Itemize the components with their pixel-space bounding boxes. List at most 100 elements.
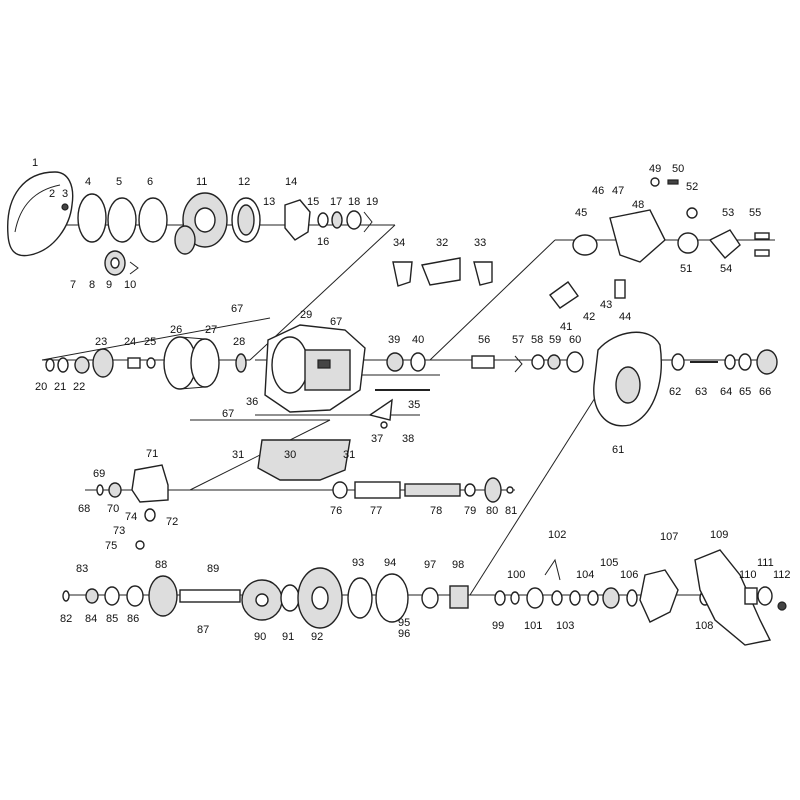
part-label-23: 23 bbox=[95, 336, 107, 348]
part-label-40: 40 bbox=[412, 334, 424, 346]
part-labels: 1 2 3 4 5 6 7 8 9 10 11 12 13 14 15 16 1… bbox=[32, 157, 791, 643]
cover-part-37 bbox=[368, 398, 393, 421]
gear-part-80 bbox=[484, 477, 502, 503]
part-label-86: 86 bbox=[127, 613, 139, 625]
part-label-101: 101 bbox=[524, 620, 542, 632]
part-label-89: 89 bbox=[207, 563, 219, 575]
part-label-111: 111 bbox=[757, 557, 774, 569]
part-label-70: 70 bbox=[107, 503, 119, 515]
parts bbox=[7, 171, 787, 646]
ring-part-5 bbox=[107, 197, 137, 243]
part-label-103: 103 bbox=[556, 620, 574, 632]
part-label-50: 50 bbox=[672, 163, 684, 175]
part-label-69: 69 bbox=[93, 468, 105, 480]
part-label-95: 95 bbox=[398, 617, 410, 629]
part-label-110: 110 bbox=[739, 569, 757, 581]
part-label-22: 22 bbox=[73, 381, 85, 393]
part-label-58: 58 bbox=[531, 334, 543, 346]
part-label-46: 46 bbox=[592, 185, 604, 197]
part-label-90: 90 bbox=[254, 631, 266, 643]
part-label-1: 1 bbox=[32, 157, 38, 169]
part-label-12: 12 bbox=[238, 176, 250, 188]
part-label-94: 94 bbox=[384, 557, 396, 569]
pipe-part-77 bbox=[354, 481, 401, 499]
part-label-38: 38 bbox=[402, 433, 414, 445]
part-label-88: 88 bbox=[155, 559, 167, 571]
part-label-11: 11 bbox=[196, 176, 207, 188]
part-label-82: 82 bbox=[60, 613, 72, 625]
part-label-79: 79 bbox=[464, 505, 476, 517]
part-label-5: 5 bbox=[116, 176, 122, 188]
part-label-55: 55 bbox=[749, 207, 761, 219]
part-label-96: 96 bbox=[398, 628, 410, 640]
bearing-part-98 bbox=[449, 585, 469, 609]
part-label-31a: 31 bbox=[232, 449, 244, 461]
plate-part-48 bbox=[609, 209, 666, 263]
bearing-part-23 bbox=[92, 348, 114, 378]
part-label-56: 56 bbox=[478, 334, 490, 346]
part-label-104: 104 bbox=[576, 569, 594, 581]
lever-part-54 bbox=[708, 229, 741, 259]
part-label-39: 39 bbox=[388, 334, 400, 346]
part-label-61: 61 bbox=[612, 444, 624, 456]
ring-part-4 bbox=[77, 193, 107, 243]
drag-washer-part-94 bbox=[375, 573, 409, 623]
part-label-97: 97 bbox=[424, 559, 436, 571]
part-label-67a: 67 bbox=[231, 303, 243, 315]
part-label-67b: 67 bbox=[330, 316, 342, 328]
part-label-60: 60 bbox=[569, 334, 581, 346]
part-label-7: 7 bbox=[70, 279, 76, 291]
part-label-80: 80 bbox=[486, 505, 498, 517]
ring-part-6 bbox=[138, 197, 168, 243]
part-label-66: 66 bbox=[759, 386, 771, 398]
part-label-84: 84 bbox=[85, 613, 97, 625]
part-label-30: 30 bbox=[284, 449, 296, 461]
thumb-bar-part-30 bbox=[257, 439, 351, 481]
part-label-76: 76 bbox=[330, 505, 342, 517]
part-label-64: 64 bbox=[720, 386, 732, 398]
worm-shaft-part-78 bbox=[404, 483, 461, 497]
part-label-54: 54 bbox=[720, 263, 732, 275]
handle-part-109 bbox=[694, 549, 772, 646]
part-label-4: 4 bbox=[85, 176, 91, 188]
part-label-37: 37 bbox=[371, 433, 383, 445]
lever-part-41 bbox=[549, 281, 579, 309]
part-label-112: 112 bbox=[773, 569, 791, 581]
part-label-81: 81 bbox=[505, 505, 517, 517]
part-label-33: 33 bbox=[474, 237, 486, 249]
part-label-78: 78 bbox=[430, 505, 442, 517]
part-label-9: 9 bbox=[106, 279, 112, 291]
part-label-21: 21 bbox=[54, 381, 66, 393]
part-label-107: 107 bbox=[660, 531, 678, 543]
part-label-3: 3 bbox=[62, 188, 68, 200]
part-label-67c: 67 bbox=[222, 408, 234, 420]
part-label-57: 57 bbox=[512, 334, 524, 346]
part-label-27: 27 bbox=[205, 324, 217, 336]
part-label-41: 41 bbox=[560, 321, 572, 333]
part-label-29: 29 bbox=[300, 309, 312, 321]
part-label-28: 28 bbox=[233, 336, 245, 348]
part-label-62: 62 bbox=[669, 386, 681, 398]
part-label-44: 44 bbox=[619, 311, 631, 323]
part-label-102: 102 bbox=[548, 529, 566, 541]
part-label-20: 20 bbox=[35, 381, 47, 393]
side-cover-part bbox=[7, 171, 74, 257]
part-label-68: 68 bbox=[78, 503, 90, 515]
part-label-16: 16 bbox=[317, 236, 329, 248]
part-label-59: 59 bbox=[549, 334, 561, 346]
part-label-35: 35 bbox=[408, 399, 420, 411]
cover-part-32 bbox=[421, 257, 461, 286]
part-label-75: 75 bbox=[105, 540, 117, 552]
part-label-91: 91 bbox=[282, 631, 294, 643]
part-label-51: 51 bbox=[680, 263, 692, 275]
part-label-19: 19 bbox=[366, 196, 378, 208]
part-label-87: 87 bbox=[197, 624, 209, 636]
part-label-73: 73 bbox=[113, 525, 125, 537]
part-label-6: 6 bbox=[147, 176, 153, 188]
cap-part-66 bbox=[756, 349, 778, 375]
part-label-42: 42 bbox=[583, 311, 595, 323]
part-label-43: 43 bbox=[600, 299, 612, 311]
part-label-45: 45 bbox=[575, 207, 587, 219]
